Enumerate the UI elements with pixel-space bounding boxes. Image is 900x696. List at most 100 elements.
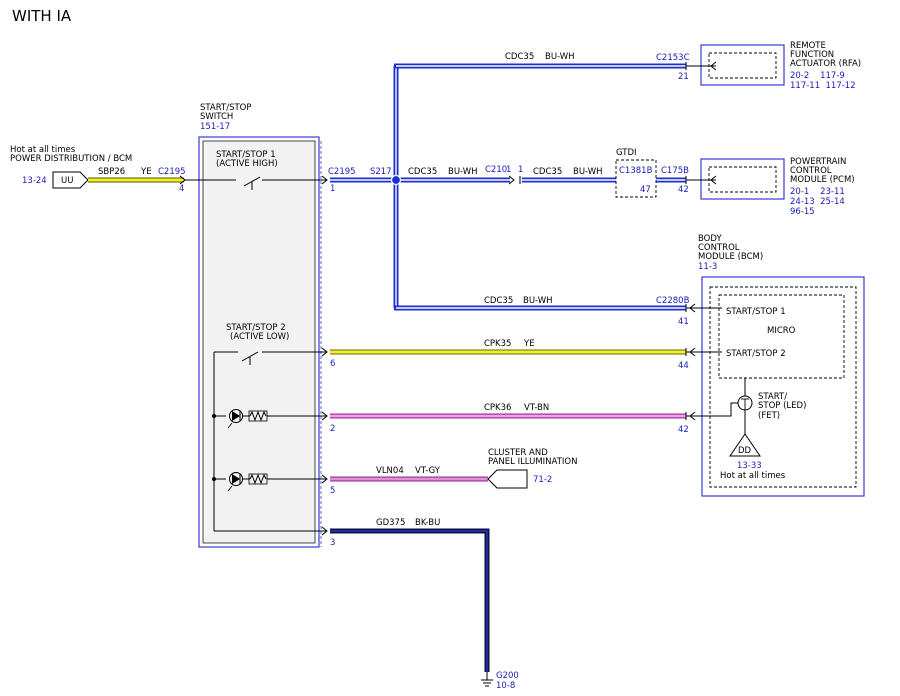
cpk35-color: YE [523, 339, 535, 349]
ground-page-ref: 10-8 [496, 681, 515, 691]
bcm-outer-box [701, 276, 865, 497]
pin1-arrow [321, 175, 328, 185]
resistor2-icon [249, 473, 267, 485]
pcm-module: C175B 42 POWERTRAIN CONTROL MODULE (PCM)… [661, 157, 855, 217]
feed-circuit: SBP26 [98, 167, 125, 177]
ground-id: G200 [496, 671, 519, 681]
c210-male-arrow [508, 175, 515, 185]
feed-label-line1: Hot at all times [10, 145, 76, 155]
bcm-module: BODY CONTROL MODULE (BCM) 11-3 C2280B 41… [656, 234, 865, 497]
switch-pin-6: 6 [330, 359, 335, 369]
bcm-led-line3: (FET) [758, 411, 780, 421]
sw2-label-line1: START/STOP 2 [226, 323, 286, 333]
cpk35-wire: CPK35 YE [330, 339, 686, 355]
cdc35-network: S217 CDC35 BU-WH CDC35 BU-WH C210 1 1 CD… [330, 52, 686, 311]
feed-page-ref: 13-24 [22, 176, 47, 186]
bcm-supply-conn: DD [738, 446, 752, 456]
switch-pin-1: 1 [330, 184, 335, 194]
gtdi-wire-color: BU-WH [573, 167, 603, 177]
cpk36-circuit: CPK36 [484, 403, 511, 413]
bcm-pin-41: 41 [678, 317, 689, 327]
power-feed: Hot at all times POWER DISTRIBUTION / BC… [10, 145, 186, 194]
switch-outer-border [198, 136, 320, 548]
led1-ray [227, 422, 233, 429]
gtdi-wire-circuit: CDC35 [533, 167, 562, 177]
bcm-input1-label: START/STOP 1 [726, 307, 786, 317]
feed-connector-icon [52, 171, 89, 189]
gtdi-conn-id: C1381B [619, 166, 653, 176]
cluster-page-ref: 71-2 [533, 475, 552, 485]
pcm-name-line1: POWERTRAIN [790, 157, 846, 167]
switch-conn-id: C2195 [328, 167, 356, 177]
pcm-name-line2: CONTROL [790, 166, 832, 176]
bcm-micro-box [718, 294, 845, 379]
switch-title-line2: SWITCH [200, 112, 233, 122]
rfa-name-line2: FUNCTION [790, 50, 834, 60]
switch-pin-5: 5 [330, 486, 335, 496]
gd375-wire-outline [330, 528, 490, 672]
bcm-inner-box [709, 286, 857, 488]
vln04-wire: VLN04 VT-GY CLUSTER AND PANEL ILLUMINATI… [330, 448, 577, 489]
led2-ray [227, 485, 233, 492]
c210-pin-right: 1 [518, 165, 523, 175]
bcm-name-line2: CONTROL [698, 243, 740, 253]
gtdi-box [615, 159, 657, 198]
pcm-refs-line1: 20-1 23-11 [790, 187, 845, 197]
bcm-micro-label: MICRO [767, 326, 796, 336]
cluster-name-line2: PANEL ILLUMINATION [488, 457, 577, 467]
sw1-label-line1: START/STOP 1 [216, 150, 276, 160]
bcm-name-line3: MODULE (BCM) [698, 252, 763, 262]
pcm-refs-line3: 96-15 [790, 207, 815, 217]
sw2-label-line2: (ACTIVE LOW) [230, 332, 289, 342]
bcm-name-line1: BODY [698, 234, 722, 244]
pcm-conn-id: C175B [661, 166, 689, 176]
cpk35-circuit: CPK35 [484, 339, 511, 349]
splice-dot [390, 174, 402, 186]
mid-wire-circuit: CDC35 [408, 167, 437, 177]
gd375-circuit: GD375 [376, 518, 405, 528]
bcm-pin-42: 42 [678, 425, 689, 435]
led1-diode [232, 411, 240, 421]
top-wire-color: BU-WH [545, 52, 575, 62]
top-wire-circuit: CDC35 [505, 52, 534, 62]
feed-label-line2: POWER DISTRIBUTION / BCM [10, 154, 132, 164]
vln04-color: VT-GY [415, 466, 441, 476]
pin5-arrow [321, 474, 328, 484]
bcm-supply-triangle-icon [729, 433, 761, 457]
cluster-connector-icon [487, 469, 528, 489]
bcm-supply-label: Hot at all times [720, 471, 786, 481]
cpk36-wire: CPK36 VT-BN [330, 403, 686, 419]
c210-id: C210 [485, 165, 507, 175]
sw2-contact [241, 351, 259, 362]
bcm-wire-circuit: CDC35 [484, 296, 513, 306]
feed-color: YE [140, 167, 152, 177]
splice-id: S217 [370, 167, 392, 177]
bcm-supply-ref: 13-33 [737, 461, 762, 471]
switch-title-line1: START/STOP [200, 103, 252, 113]
rfa-name-line1: REMOTE [790, 41, 826, 51]
bcm-input2-arrow [689, 347, 696, 357]
led1-junction [212, 414, 216, 418]
switch-pin-2: 2 [330, 424, 335, 434]
pcm-inner-box [708, 166, 777, 193]
gtdi-connector-box: GTDI C1381B 47 [615, 148, 657, 198]
rfa-inner-box [708, 52, 777, 79]
rfa-refs-line1: 20-2 117-9 [790, 71, 845, 81]
pcm-pin: 42 [678, 185, 689, 195]
bcm-pin-44: 44 [678, 361, 689, 371]
rfa-conn-id: C2153C [656, 53, 690, 63]
pcm-name-line3: MODULE (PCM) [790, 175, 855, 185]
rfa-pin: 21 [678, 72, 689, 82]
feed-pin-arrow [179, 175, 186, 185]
switch-pin-3: 3 [330, 538, 335, 548]
rfa-module: C2153C 21 REMOTE FUNCTION ACTUATOR (RFA)… [656, 41, 861, 91]
bcm-led-arrow [689, 411, 696, 421]
feed-pin: 4 [179, 184, 184, 194]
c210-pin-left: 1 [506, 165, 511, 175]
resistor1-icon [249, 410, 267, 422]
gd375-color: BK-BU [415, 518, 440, 528]
start-stop-switch: START/STOP SWITCH 151-17 START/STOP 1 (A… [184, 103, 356, 548]
rfa-refs-line2: 117-11 117-12 [790, 81, 856, 91]
bcm-input1-arrow [689, 303, 696, 313]
pin3-arrow [321, 526, 328, 536]
